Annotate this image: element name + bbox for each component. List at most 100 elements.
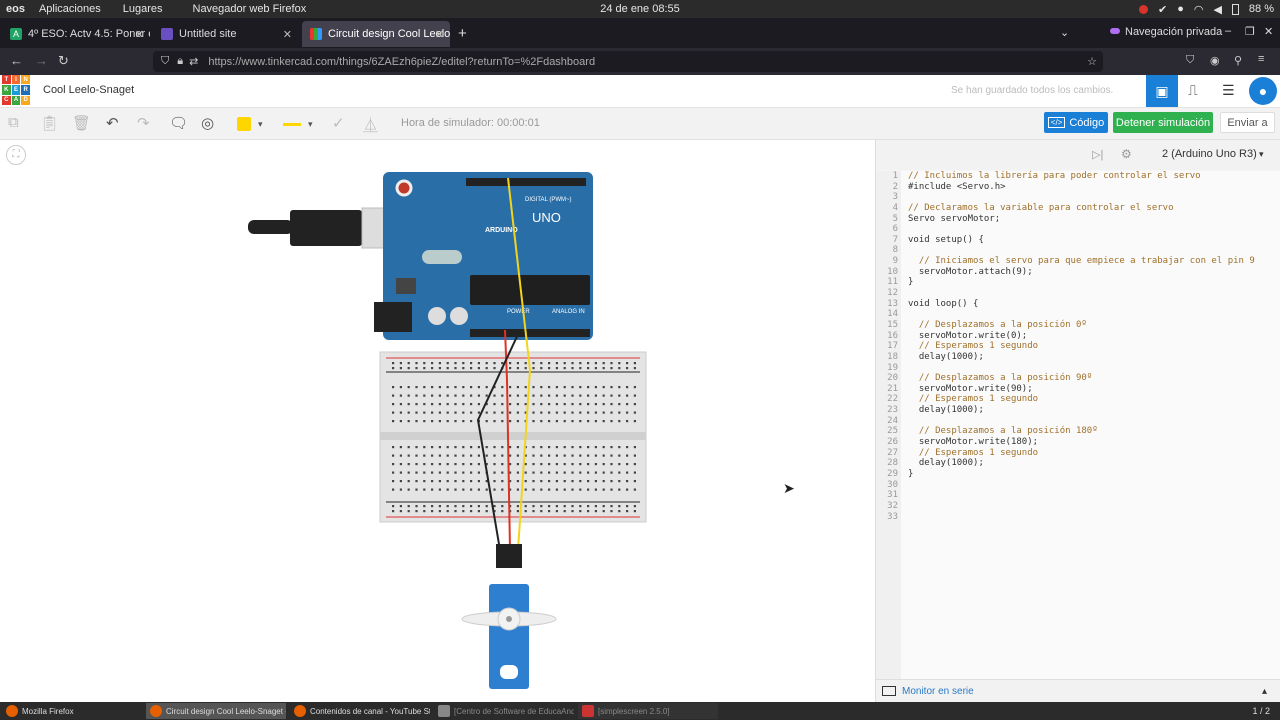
step-icon[interactable]: ▷| [1092,149,1104,161]
circuit-view-button[interactable]: ▣ [1146,75,1178,107]
url-box[interactable]: ⛉ 🔒︎ ⇄ https://www.tinkercad.com/things/… [153,51,1103,72]
expand-icon[interactable]: ▴ [1261,685,1267,697]
shield-icon[interactable]: ⛉ [161,55,170,67]
code-line[interactable] [908,288,1255,299]
workspace-indicator[interactable]: 1 / 2 [1252,706,1270,716]
code-line[interactable]: servoMotor.write(90); [908,383,1033,394]
task-simplescreen[interactable]: [simplescreen 2.5.0] [578,703,718,719]
avatar[interactable]: ● [1249,77,1277,105]
restore-icon[interactable]: ❐ [1245,26,1255,38]
code-line[interactable]: delay(1000); [908,405,984,416]
rotate-icon[interactable]: ✓ [332,115,345,132]
breadboard[interactable] [379,351,647,523]
close-icon[interactable]: ✕ [434,28,444,41]
task-firefox[interactable]: Mozilla Firefox [2,703,142,719]
code-line[interactable]: // Incluimos la librería para poder cont… [908,171,1201,181]
menu-aplicaciones[interactable]: Aplicaciones [38,3,101,15]
reload-icon[interactable]: ↻ [58,53,69,68]
tab-eso[interactable]: A 4º ESO: Actv 4.5: Poner e ✕ [2,21,150,47]
task-software-center[interactable]: [Centro de Software de EducaAnd... [434,703,574,719]
code-line[interactable]: // Iniciamos el servo para que empiece a… [908,256,1255,267]
menu-firefox[interactable]: Navegador web Firefox [192,3,307,15]
menu-lugares[interactable]: Lugares [122,3,163,15]
circuit-canvas[interactable]: ⛶ DIGITAL (PWM~) ARDUINO UNO POWER ANALO… [0,140,875,702]
tab-circuit-design[interactable]: Circuit design Cool Leelo ✕ [302,21,450,47]
lock-icon[interactable]: 🔒︎ [177,55,184,67]
stop-simulation-button[interactable]: Detener simulación [1113,112,1213,133]
serial-monitor-label[interactable]: Monitor en serie [902,685,974,697]
code-line[interactable] [908,501,1255,512]
new-tab-icon[interactable]: + [458,25,467,42]
code-line[interactable]: } [908,468,914,479]
code-line[interactable]: // Desplazamos a la posición 180º [908,426,1098,437]
check-icon[interactable]: ✔ [1157,3,1168,16]
board-select[interactable]: 2 (Arduino Uno R3) [1162,148,1257,160]
component-list-icon[interactable]: ☰ [1222,82,1235,98]
code-line[interactable]: // Desplazamos a la posición 90º [908,373,1093,384]
url-text[interactable]: https://www.tinkercad.com/things/6ZAEzh6… [208,55,596,68]
account-icon[interactable]: ◉ [1210,55,1220,67]
project-name[interactable]: Cool Leelo-Snaget [43,84,135,96]
user-icon[interactable]: ● [1177,3,1184,15]
permissions-icon[interactable]: ⇄ [189,56,199,68]
servo-motor[interactable] [461,584,557,689]
chevron-down-icon[interactable]: ▾ [308,119,313,129]
menu-icon[interactable]: ≡ [1258,53,1265,65]
code-lines[interactable]: // Incluimos la librería para poder cont… [908,171,1255,522]
serial-monitor-bar[interactable]: Monitor en serie ▴ [876,679,1280,702]
code-line[interactable] [908,480,1255,491]
note-icon[interactable]: 🗨︎ [169,115,189,132]
copy-icon[interactable]: ⧉ [8,114,19,131]
code-line[interactable]: // Esperamos 1 segundo [908,447,1039,458]
code-line[interactable] [908,416,1255,427]
chevron-down-icon[interactable]: ▾ [1259,149,1264,159]
bookmark-star-icon[interactable]: ☆ [1087,56,1097,68]
code-line[interactable]: // Esperamos 1 segundo [908,341,1039,352]
code-line[interactable]: #include <Servo.h> [908,181,1006,192]
code-line[interactable] [908,512,1255,523]
forward-icon[interactable]: → [35,53,48,68]
visibility-icon[interactable]: ◎ [201,115,215,132]
code-line[interactable] [908,224,1255,235]
code-line[interactable]: delay(1000); [908,351,984,362]
tab-untitled-site[interactable]: Untitled site ✕ [153,21,298,47]
code-line[interactable] [908,192,1255,203]
task-youtube[interactable]: Contenidos de canal - YouTube St... [290,703,430,719]
color-swatch-button[interactable] [237,117,251,131]
wire-black[interactable] [476,329,521,551]
code-line[interactable]: servoMotor.write(0); [908,330,1028,341]
code-line[interactable] [908,309,1255,320]
code-line[interactable] [908,363,1255,374]
code-line[interactable]: // Declaramos la variable para controlar… [908,202,1174,213]
delete-icon[interactable]: 🗑︎ [72,115,92,132]
code-line[interactable]: delay(1000); [908,458,984,469]
battery-icon[interactable] [1231,3,1239,15]
code-line[interactable]: // Desplazamos a la posición 0º [908,319,1087,330]
tab-list-icon[interactable]: ⌄ [1060,27,1070,39]
flip-icon[interactable]: ⏅ [363,117,379,134]
chevron-down-icon[interactable]: ▾ [258,119,263,129]
wifi-icon[interactable]: ◠ [1193,3,1204,16]
code-line[interactable] [908,490,1255,501]
close-icon[interactable]: ✕ [282,28,292,41]
schematic-view-icon[interactable]: ⎍ [1188,82,1198,98]
extensions-icon[interactable]: ⚲ [1234,55,1243,67]
code-line[interactable]: servoMotor.attach(9); [908,266,1033,277]
wire-style-button[interactable] [283,123,301,126]
close-window-icon[interactable]: ✕ [1264,26,1274,38]
debug-icon[interactable]: ⚙ [1121,147,1132,161]
minimize-icon[interactable]: – [1225,25,1232,37]
os-logo[interactable]: eos [6,3,25,15]
undo-icon[interactable]: ↶ [106,115,119,132]
back-icon[interactable]: ← [10,53,23,68]
redo-icon[interactable]: ↷ [137,115,150,132]
code-line[interactable] [908,245,1255,256]
code-button[interactable]: </> Código [1044,112,1108,133]
task-circuit-design[interactable]: Circuit design Cool Leelo-Snaget - ... [146,703,286,719]
code-line[interactable]: void loop() { [908,298,979,309]
paste-icon[interactable]: 📋︎ [40,115,60,132]
wire-red[interactable] [504,329,511,551]
code-line[interactable]: } [908,277,914,288]
code-line[interactable]: Servo servoMotor; [908,213,1001,224]
